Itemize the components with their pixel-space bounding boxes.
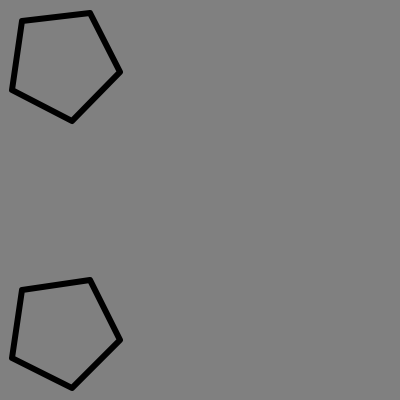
pentagon-shape-bottom [9,277,123,391]
pentagon-shape-top [9,10,123,124]
